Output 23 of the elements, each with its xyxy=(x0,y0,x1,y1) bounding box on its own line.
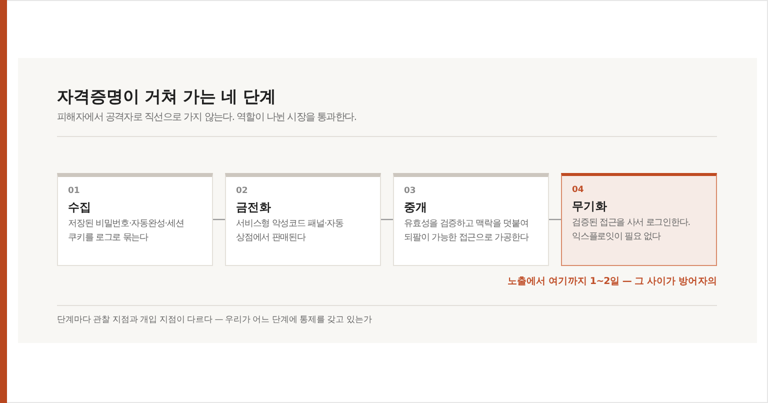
step-number: 04 xyxy=(572,184,585,196)
stage-description: 검증된 접근을 사서 로그인한다. 익스플로잇이 필요 없다 xyxy=(572,217,691,244)
stage-heading: 금전화 xyxy=(236,199,272,216)
step-number: 01 xyxy=(68,185,81,197)
title: 자격증명이 거쳐 가는 네 단계 xyxy=(57,86,276,108)
stage-card xyxy=(225,173,381,266)
stage-description: 서비스형 악성코드 패널·자동 상점에서 판매된다 xyxy=(236,218,344,245)
stage-heading: 수집 xyxy=(68,199,92,216)
stage-card xyxy=(561,173,717,266)
stage-description: 저장된 비밀번호·자동완성·세션 쿠키를 로그로 묶는다 xyxy=(68,218,185,245)
connector-line xyxy=(381,218,393,220)
subtitle: 피해자에서 공격자로 직선으로 가지 않는다. 역할이 나뉜 시장을 통과한다. xyxy=(57,111,356,125)
stage-description: 유효성을 검증하고 맥락을 덧붙여 되팔이 가능한 접근으로 가공한다 xyxy=(404,218,530,245)
stage-card xyxy=(57,173,213,266)
connector-line xyxy=(549,218,561,220)
connector-line xyxy=(213,218,225,220)
stage-heading: 중개 xyxy=(404,199,428,216)
footer-note: 단계마다 관찰 지점과 개입 지점이 다르다 — 우리가 어느 단계에 통제를 갖고 있는가 xyxy=(57,314,372,327)
stage-card xyxy=(393,173,549,266)
stage-heading: 무기화 xyxy=(572,198,608,215)
step-number: 02 xyxy=(236,185,249,197)
timing-note: 노출에서 여기까지 1~2일 — 그 사이가 방어자의 xyxy=(507,275,717,289)
step-number: 03 xyxy=(404,185,417,197)
